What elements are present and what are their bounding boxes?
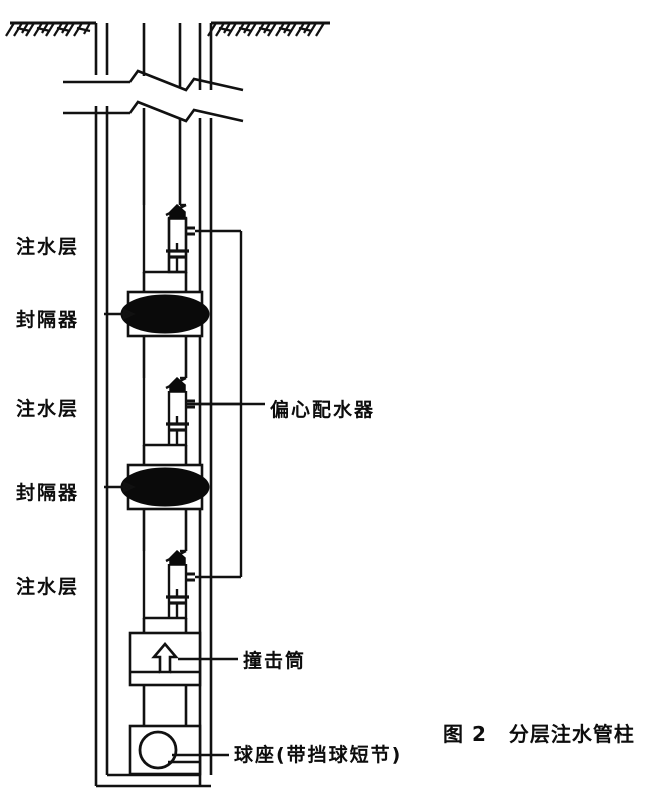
label-injection-layer-3: 注水层 [16, 576, 80, 598]
label-injection-layer-2: 注水层 [16, 398, 80, 420]
eccentric-distributor-2 [166, 376, 241, 445]
label-ball-seat: 球座(带挡球短节) [234, 744, 403, 766]
tubing-section-2b [142, 445, 188, 465]
eccentric-distributor-3 [166, 549, 241, 618]
ground-hatch-right [207, 22, 325, 37]
tubing-section-5 [142, 685, 188, 726]
tubing-section-1b [142, 272, 188, 292]
tubing-section-2a [142, 336, 188, 378]
label-impact-cylinder: 撞击筒 [243, 650, 307, 672]
tubing-section-4 [142, 618, 188, 633]
figure-caption-title: 分层注水管柱 [508, 722, 635, 746]
packer-1 [120, 290, 210, 338]
label-packer-2: 封隔器 [16, 482, 80, 504]
label-injection-layer-1: 注水层 [16, 236, 80, 258]
ground-surface [5, 21, 330, 37]
label-eccentric-water-distributor: 偏心配水器 [270, 399, 376, 421]
ball-seat [128, 724, 202, 776]
tubing-string [142, 23, 182, 205]
tubing-section-3a [142, 509, 188, 551]
eccentric-distributor-1 [166, 203, 241, 272]
ball-icon [138, 730, 178, 770]
figure-caption: 图 2 分层注水管柱 [443, 718, 635, 747]
leader-lines [104, 308, 265, 757]
figure-caption-number: 图 2 [443, 722, 487, 746]
packer-2 [120, 463, 210, 511]
label-packer-1: 封隔器 [16, 309, 80, 331]
ground-hatch-left [5, 22, 91, 37]
pipe-break-symbol [63, 69, 244, 123]
